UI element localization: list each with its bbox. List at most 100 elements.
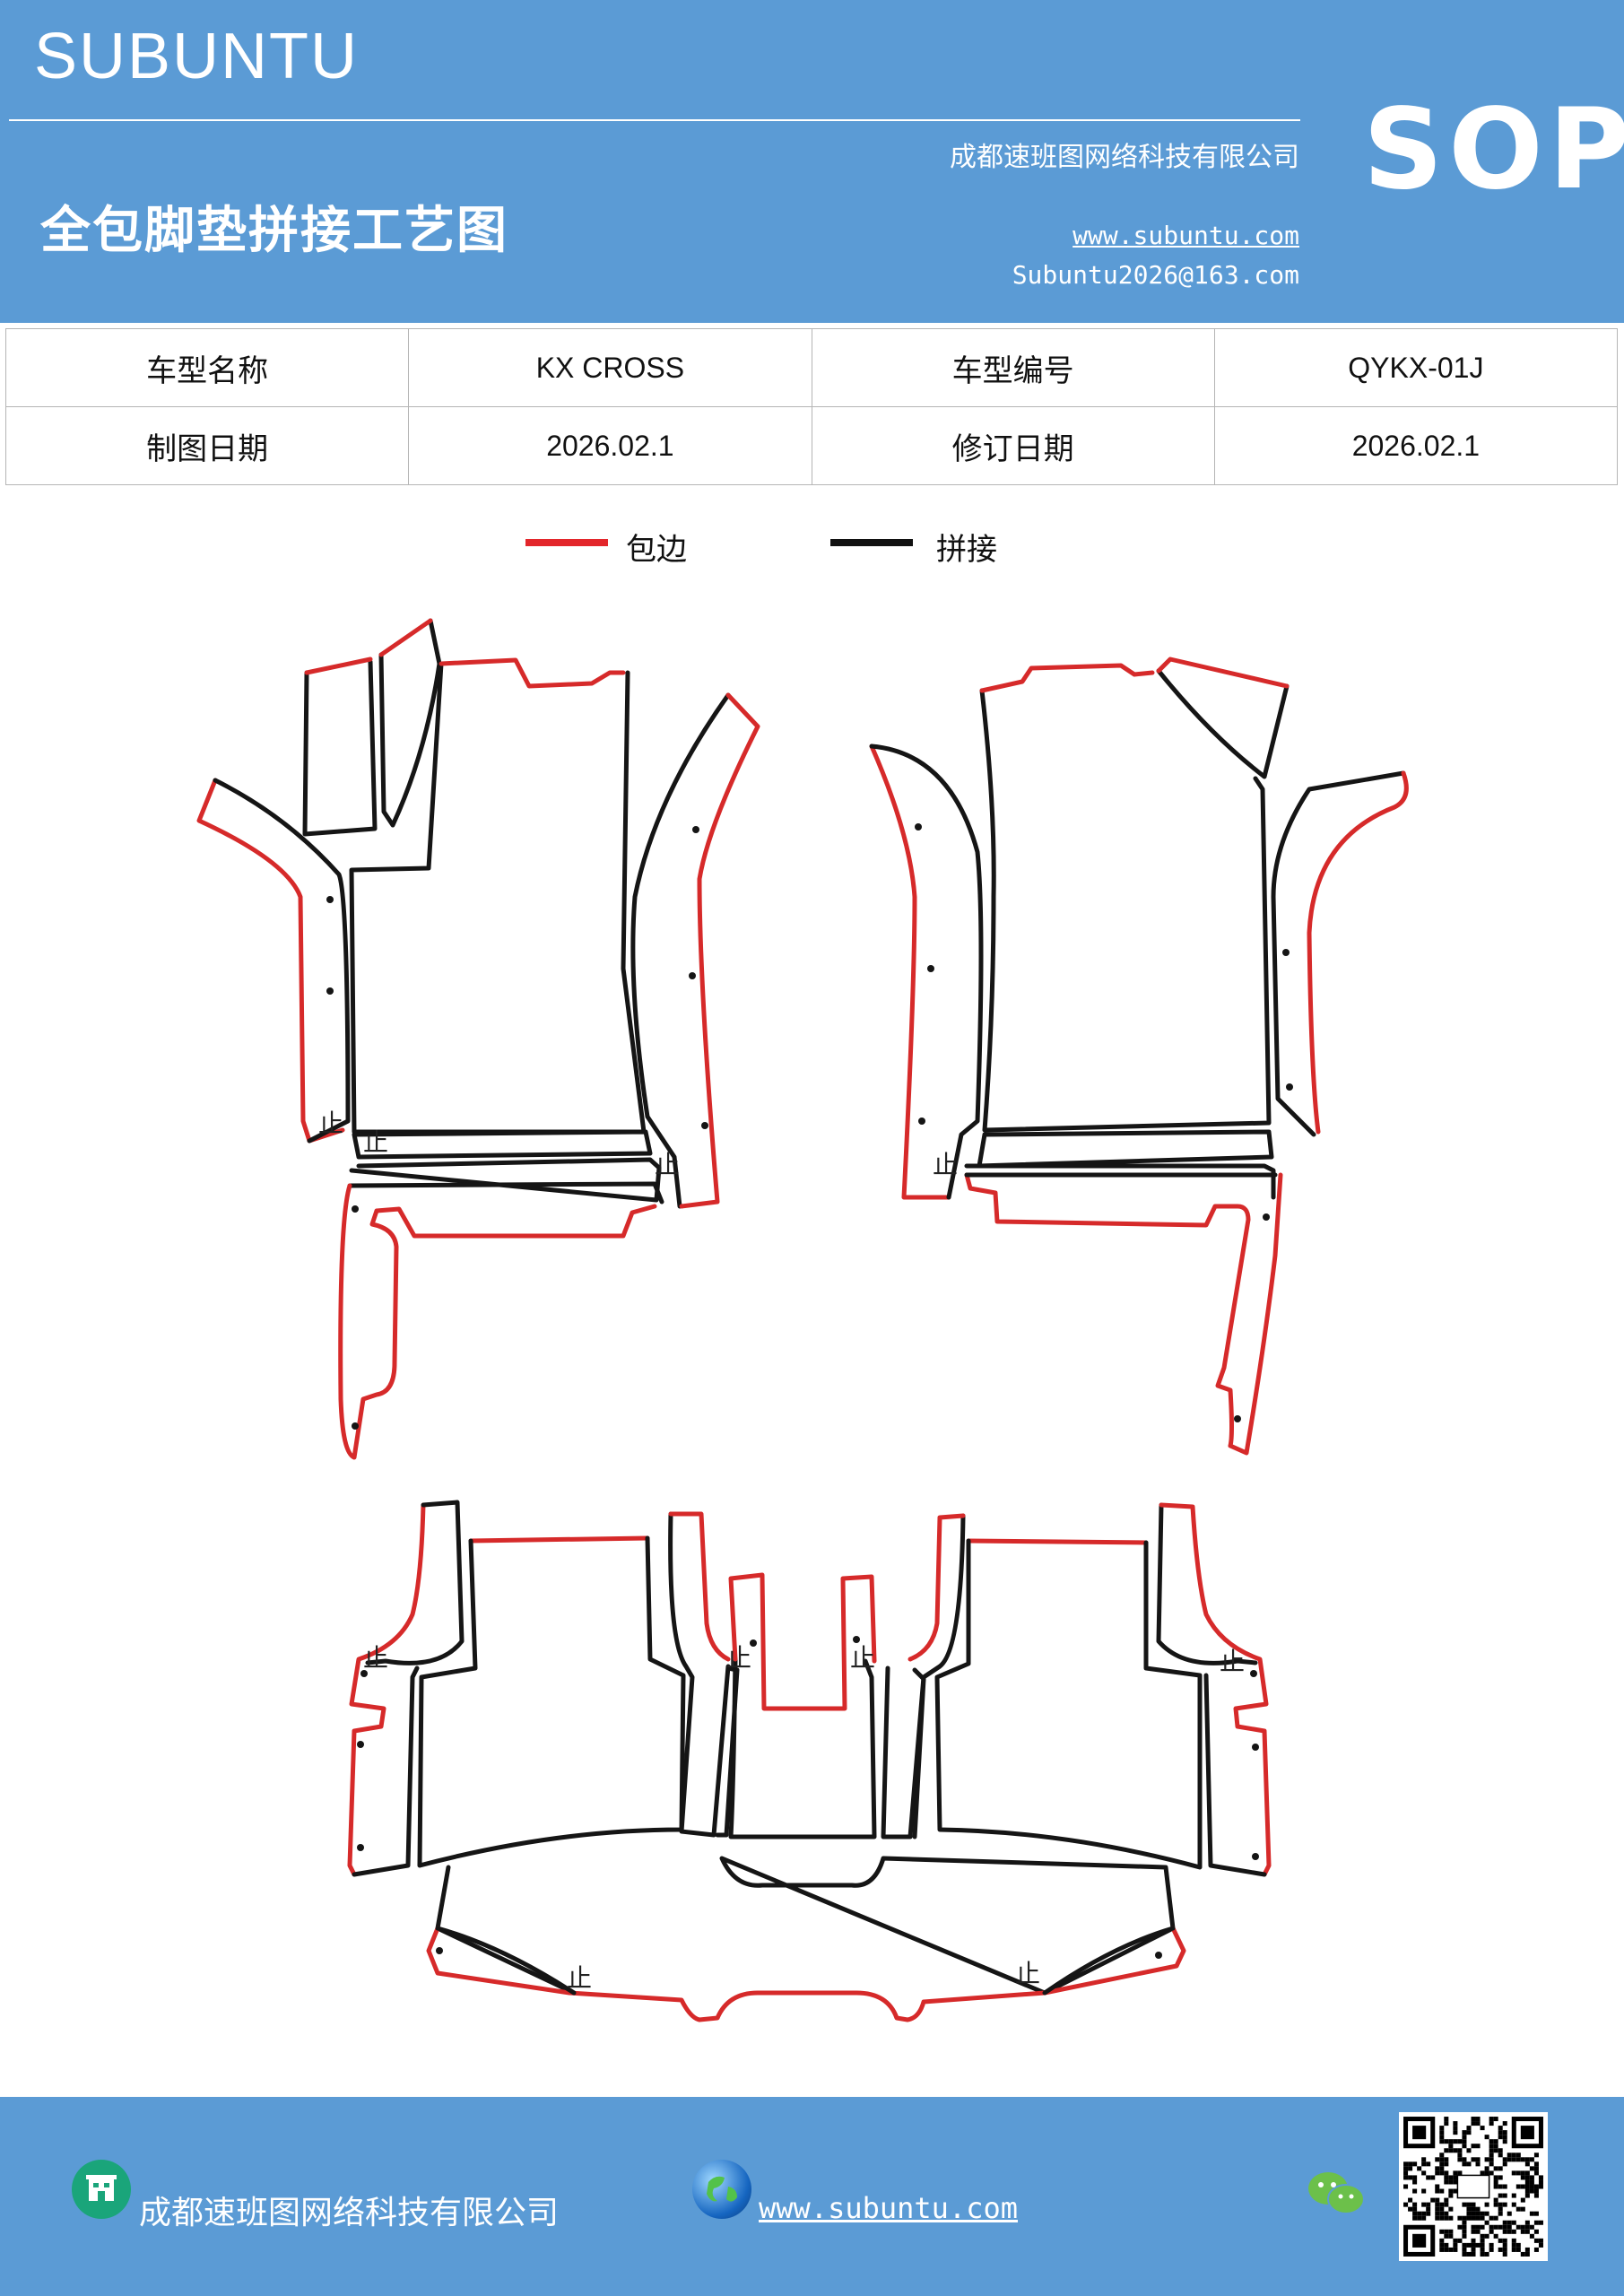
qr-module <box>1480 2224 1485 2230</box>
mat-piece-seam <box>668 1511 731 1838</box>
qr-module <box>1471 2224 1476 2230</box>
stop-mark: 止 <box>655 1150 680 1179</box>
qr-module <box>1421 2211 1427 2216</box>
stop-mark: 止 <box>1015 1959 1040 1988</box>
qr-module <box>1439 2126 1445 2131</box>
mat-piece-edge <box>1307 770 1409 1135</box>
qr-module <box>1444 2170 1449 2176</box>
qr-module <box>1426 2211 1431 2216</box>
qr-module <box>1412 2161 1418 2167</box>
hole-dot <box>927 965 934 972</box>
qr-module <box>1417 2211 1422 2216</box>
page-footer: 成都速班图网络科技有限公司 www.subuntu.com <box>0 2097 1624 2296</box>
model-code-value: QYKX-01J <box>1213 328 1619 407</box>
mat-piece-seam <box>417 1535 686 1868</box>
qr-module <box>1498 2224 1503 2230</box>
qr-module <box>1417 2166 1422 2171</box>
qr-module <box>1502 2220 1507 2225</box>
qr-module <box>1502 2251 1507 2257</box>
stop-mark: 止 <box>363 1643 388 1673</box>
qr-module <box>1444 2175 1449 2180</box>
qr-module <box>1426 2161 1431 2167</box>
qr-module <box>1484 2233 1489 2239</box>
qr-module <box>1426 2206 1431 2212</box>
stop-mark: 止 <box>726 1643 751 1673</box>
mat-piece-seam <box>347 1181 664 1205</box>
qr-module <box>1421 2202 1427 2207</box>
table-row: 制图日期 2026.02.1 修订日期 2026.02.1 <box>4 406 1619 485</box>
qr-module <box>1412 2202 1418 2207</box>
qr-module <box>1498 2130 1503 2135</box>
qr-module <box>1489 2139 1494 2144</box>
qr-module <box>1489 2161 1494 2167</box>
mat-piece-edge <box>196 778 345 1144</box>
stop-mark: 止 <box>933 1150 958 1179</box>
qr-module <box>1480 2251 1485 2257</box>
qr-module <box>1489 2157 1494 2162</box>
qr-module <box>1493 2166 1498 2171</box>
qr-module <box>1493 2224 1498 2230</box>
footer-website-link[interactable]: www.subuntu.com <box>759 2191 1018 2225</box>
brand-name: SUBUNTU <box>34 21 360 92</box>
mat-piece-edge <box>304 657 373 675</box>
qr-module <box>1484 2157 1489 2162</box>
qr-module <box>1453 2247 1458 2252</box>
qr-module <box>1471 2117 1476 2122</box>
qr-module <box>1498 2193 1503 2198</box>
qr-module <box>1511 2247 1516 2252</box>
qr-module <box>1502 2193 1507 2198</box>
qr-module <box>1466 2206 1472 2212</box>
qr-module <box>1453 2170 1458 2176</box>
document-title: 全包脚垫拼接工艺图 <box>40 202 508 260</box>
qr-module <box>1480 2242 1485 2248</box>
qr-module <box>1421 2188 1427 2194</box>
qr-module <box>1498 2202 1503 2207</box>
mat-piece-seam <box>977 1129 1274 1169</box>
qr-module <box>1444 2202 1449 2207</box>
qr-module <box>1457 2170 1463 2176</box>
mat-piece-edge <box>1159 1502 1272 1877</box>
qr-module <box>1466 2161 1472 2167</box>
mat-piece-seam <box>979 688 1272 1133</box>
qr-module <box>1412 2215 1418 2221</box>
qr-module <box>1498 2148 1503 2153</box>
qr-module <box>1462 2130 1467 2135</box>
qr-module <box>1471 2211 1476 2216</box>
qr-module <box>1466 2130 1472 2135</box>
qr-module <box>1412 2206 1418 2212</box>
wechat-icon[interactable] <box>1305 2167 1368 2221</box>
table-row: 车型名称 KX CROSS 车型编号 QYKX-01J <box>4 328 1619 407</box>
hole-dot <box>326 896 334 903</box>
qr-module <box>1439 2211 1445 2216</box>
qr-module <box>1408 2161 1413 2167</box>
hole-dot <box>436 1947 443 1954</box>
legend-seam-label: 拼接 <box>936 532 997 568</box>
qr-module <box>1507 2211 1512 2216</box>
qr-module <box>1538 2242 1543 2248</box>
qr-module <box>1475 2242 1481 2248</box>
model-code-label: 车型编号 <box>811 328 1215 407</box>
globe-icon <box>692 2160 751 2219</box>
qr-module <box>1448 2215 1454 2221</box>
qr-module <box>1493 2144 1498 2149</box>
stop-mark: 止 <box>1220 1647 1245 1676</box>
qr-module <box>1533 2184 1539 2189</box>
website-link[interactable]: www.subuntu.com <box>1073 221 1299 250</box>
qr-module <box>1448 2233 1454 2239</box>
qr-module <box>1444 2139 1449 2144</box>
qr-module <box>1444 2242 1449 2248</box>
qr-module <box>1444 2233 1449 2239</box>
qr-module <box>1408 2197 1413 2203</box>
qr-module <box>1471 2206 1476 2212</box>
qr-module <box>1524 2193 1530 2198</box>
qr-module <box>1498 2238 1503 2243</box>
qr-module <box>1520 2197 1525 2203</box>
qr-module <box>1448 2139 1454 2144</box>
qr-module <box>1533 2188 1539 2194</box>
qr-module <box>1502 2238 1507 2243</box>
qr-module <box>1453 2121 1458 2126</box>
mat-piece-edge <box>966 1538 1149 1545</box>
qr-module <box>1448 2148 1454 2153</box>
qr-module <box>1435 2197 1440 2203</box>
qr-module <box>1421 2170 1427 2176</box>
